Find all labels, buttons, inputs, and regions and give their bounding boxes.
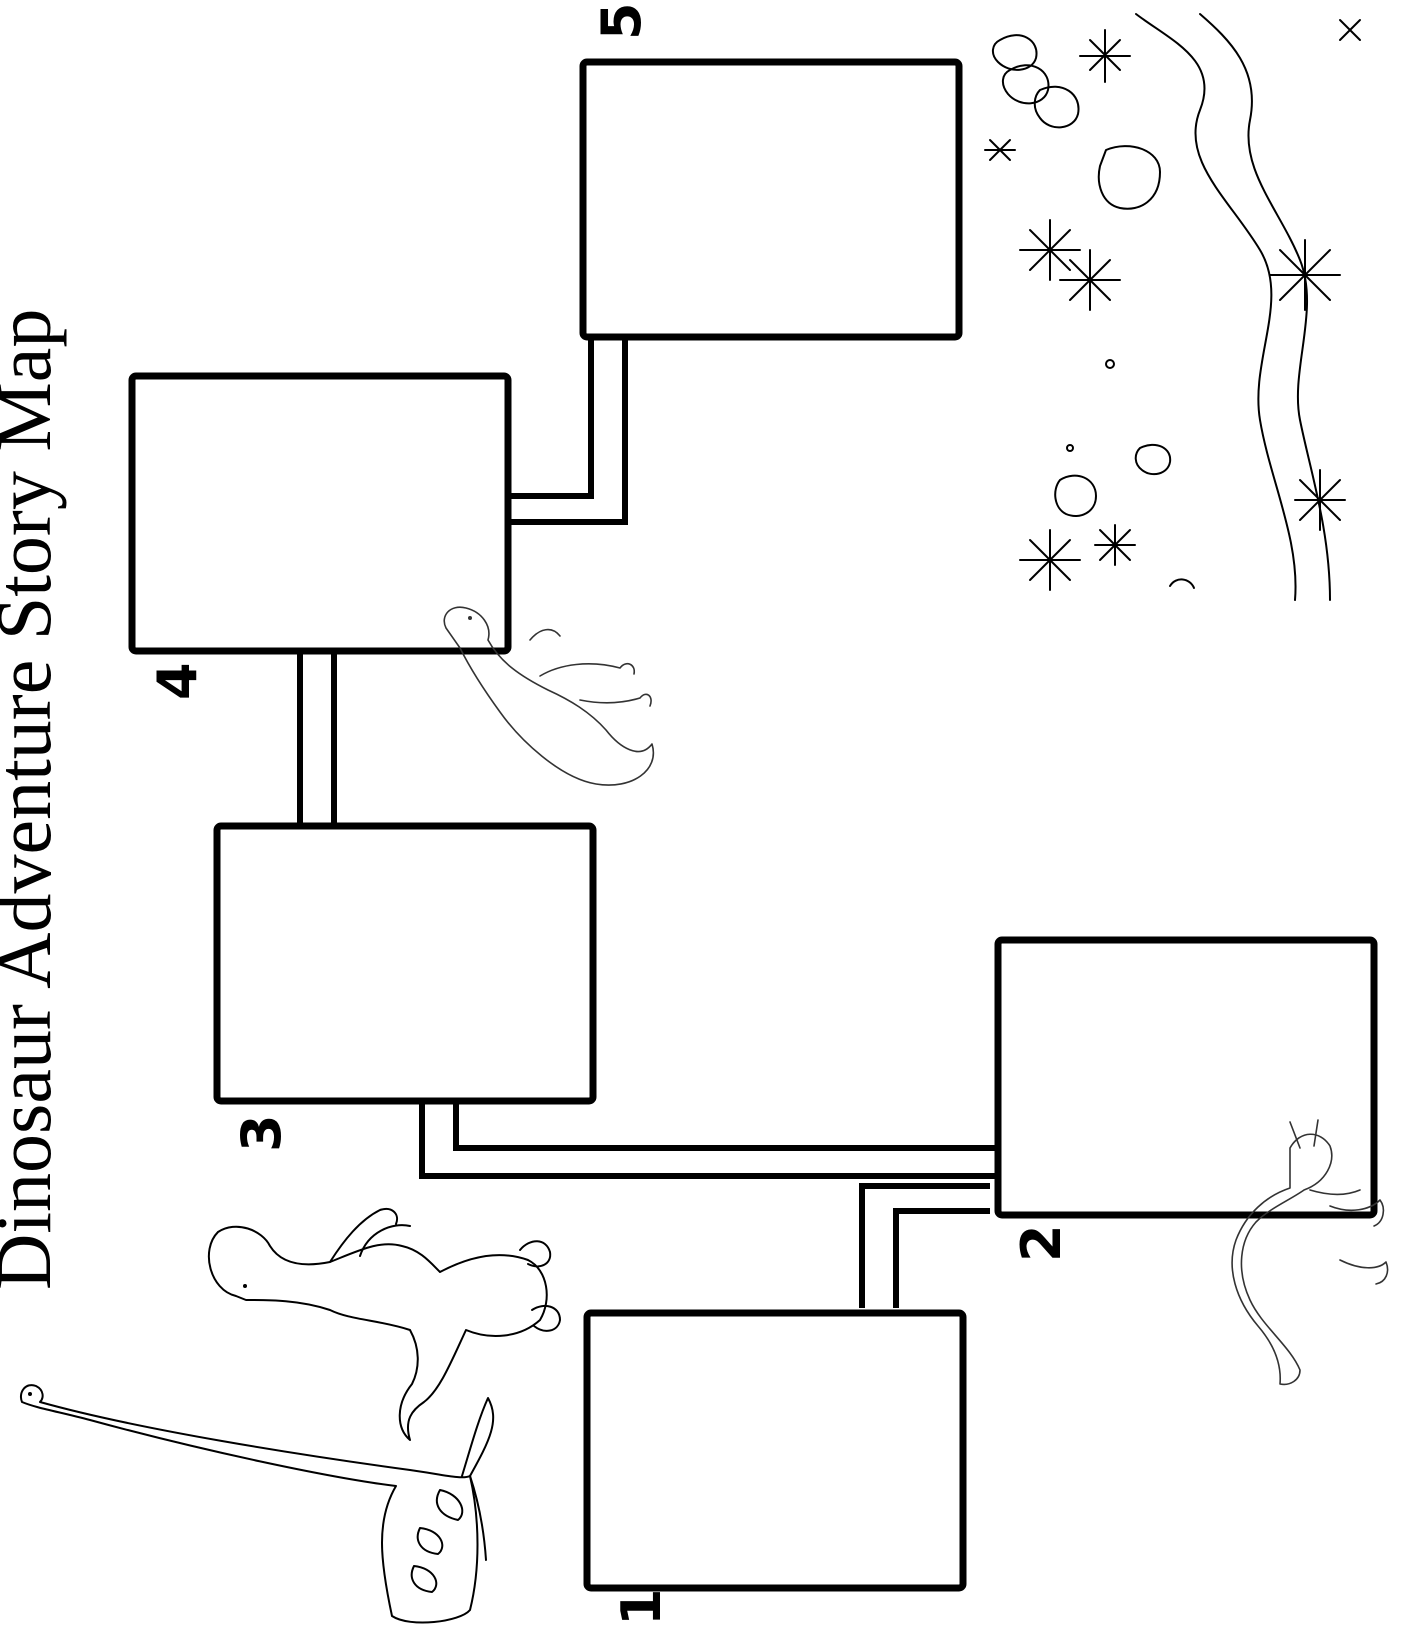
step-number-4: 4	[146, 662, 209, 700]
rocks-illustration	[993, 35, 1194, 588]
step-number-3: 3	[230, 1114, 293, 1152]
sauropod-dinosaur-illustration	[209, 1209, 560, 1440]
connector-2-3-outer	[422, 1102, 996, 1176]
story-box-3[interactable]	[217, 826, 593, 1101]
story-box-2[interactable]	[998, 940, 1374, 1215]
plants-illustration	[985, 20, 1360, 590]
connector-1-2-outer	[862, 1186, 990, 1308]
step-number-1: 1	[610, 1588, 673, 1626]
worksheet-title: Dinosaur Adventure Story Map	[0, 309, 67, 1290]
story-box-1[interactable]	[587, 1313, 963, 1588]
river-illustration	[1136, 14, 1330, 600]
step-number-2: 2	[1010, 1224, 1073, 1262]
story-box-5[interactable]	[583, 62, 959, 337]
connector-1-2-inner	[896, 1211, 990, 1308]
connector-2-3-inner	[456, 1102, 996, 1148]
step-number-5: 5	[590, 2, 653, 40]
long-neck-dinosaur-illustration	[21, 1385, 493, 1622]
connector-4-5-inner	[510, 340, 591, 496]
